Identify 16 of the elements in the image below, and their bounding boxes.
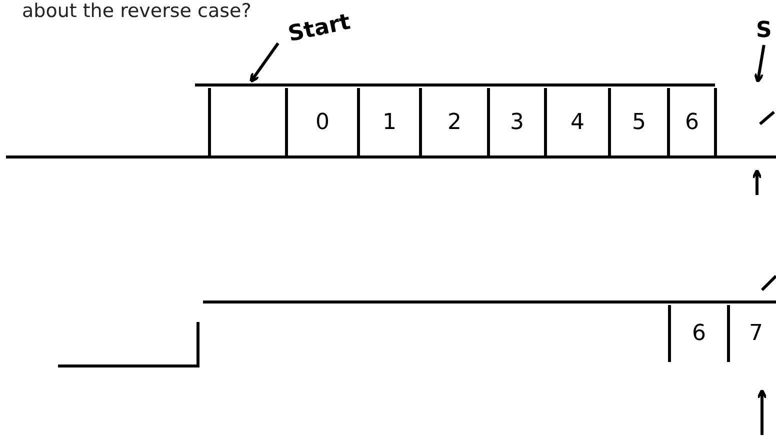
handwritten-note: Start	[286, 10, 352, 48]
cell-number: 6	[692, 321, 706, 346]
cell-number: 6	[685, 110, 699, 135]
buffer-cell	[208, 88, 288, 157]
cell-number: 7	[749, 321, 763, 346]
cell-number: 0	[316, 110, 330, 135]
leader-line	[250, 42, 280, 83]
note-text: about the reverse case?	[22, 0, 252, 22]
handwritten-note: S	[756, 18, 772, 43]
buffer-cell	[668, 305, 730, 362]
cell-number: 3	[510, 110, 524, 135]
cell-number: 4	[570, 110, 584, 135]
leader-line	[754, 44, 766, 84]
cell-number: 1	[382, 110, 396, 135]
cell-number: 2	[448, 110, 462, 135]
cell-number: 5	[632, 110, 646, 135]
